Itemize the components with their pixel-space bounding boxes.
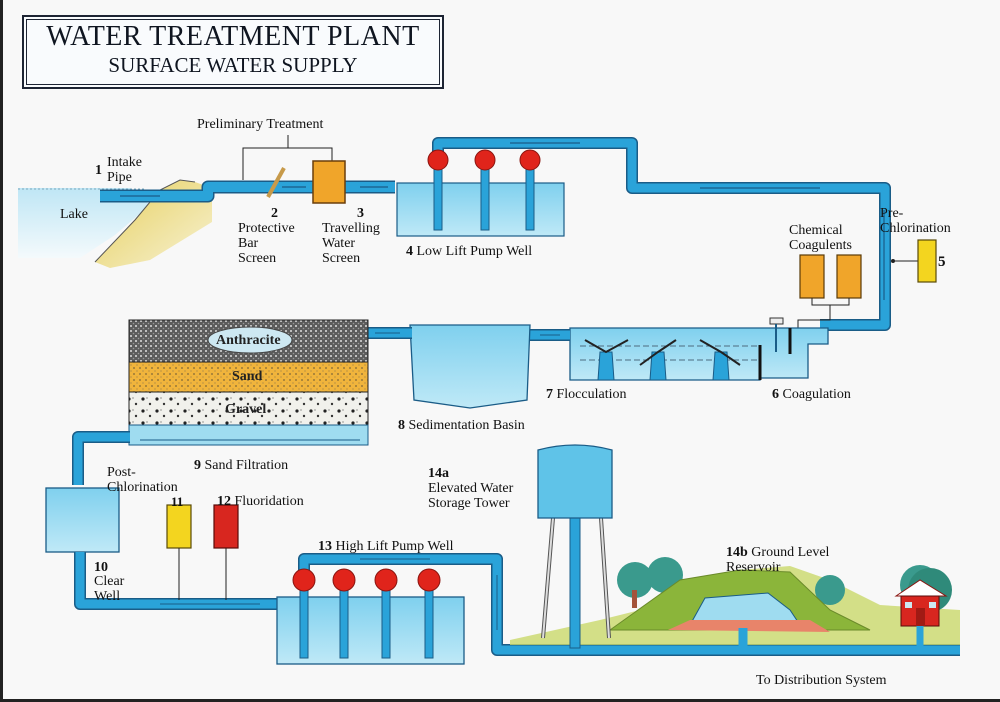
label-post-chlorination: Post- Chlorination	[107, 465, 178, 495]
label-elevated-tower-num: 14a	[428, 466, 449, 481]
house	[894, 568, 952, 648]
label-chemical-coagulents: Chemical Coagulents	[789, 223, 852, 253]
pipe-to-high-lift	[74, 552, 278, 610]
low-lift-pumps	[427, 149, 541, 231]
label-bar-screen: Protective Bar Screen	[238, 221, 295, 266]
label-pre-chlorination: Pre- Chlorination	[880, 206, 951, 236]
pump-icon	[332, 568, 356, 592]
label-low-lift: 4 Low Lift Pump Well	[406, 244, 532, 259]
label-gravel: Gravel	[225, 402, 267, 417]
label-coagulation-num: 6	[772, 387, 779, 402]
pump-icon	[292, 568, 316, 592]
label-high-lift: 13 High Lift Pump Well	[318, 539, 454, 554]
label-travelling-screen-num: 3	[357, 206, 364, 221]
label-ground-reservoir-num: 14b	[726, 545, 748, 560]
label-high-lift-num: 13	[318, 539, 332, 554]
intake-pipe	[100, 180, 395, 203]
label-flocculation-text: Flocculation	[556, 387, 627, 402]
label-anthracite: Anthracite	[216, 333, 281, 348]
label-sand: Sand	[232, 369, 263, 384]
title-box: WATER TREATMENT PLANT SURFACE WATER SUPP…	[22, 15, 444, 89]
elevated-water-tower	[537, 444, 613, 649]
label-flocculation-num: 7	[546, 387, 553, 402]
travelling-water-screen	[312, 160, 346, 204]
fluoridation-tank	[213, 504, 239, 600]
label-sedimentation: 8 Sedimentation Basin	[398, 418, 525, 433]
label-fluoridation-text: Fluoridation	[234, 494, 304, 509]
post-chlorination-tank	[166, 504, 192, 600]
protective-bar-screen	[266, 167, 286, 198]
label-travelling-screen: Travelling Water Screen	[322, 221, 380, 266]
clear-well	[45, 487, 120, 553]
label-post-chlorination-num: 11	[171, 494, 184, 509]
label-preliminary-treatment: Preliminary Treatment	[197, 117, 324, 132]
label-low-lift-text: Low Lift Pump Well	[416, 244, 533, 259]
label-pre-chlorination-num: 5	[938, 254, 946, 270]
label-distribution: To Distribution System	[756, 673, 887, 688]
label-sedimentation-num: 8	[398, 418, 405, 433]
flocculator-paddles	[597, 351, 730, 381]
pump-icon	[519, 149, 541, 171]
label-fluoridation: 12 Fluoridation	[217, 494, 304, 509]
label-coagulation-text: Coagulation	[782, 387, 851, 402]
sedimentation-basin	[409, 324, 531, 409]
label-sand-filtration-text: Sand Filtration	[204, 458, 289, 473]
label-clear-well-num: 10	[94, 560, 108, 575]
label-low-lift-num: 4	[406, 244, 413, 259]
pump-icon	[474, 149, 496, 171]
pump-icon	[427, 149, 449, 171]
label-sand-filtration: 9 Sand Filtration	[194, 458, 288, 473]
coagulation-flocculation-tank	[569, 317, 829, 381]
label-coagulation: 6 Coagulation	[772, 387, 851, 402]
page-subtitle: SURFACE WATER SUPPLY	[108, 53, 358, 77]
label-bar-screen-num: 2	[271, 206, 278, 221]
pump-icon	[374, 568, 398, 592]
label-fluoridation-num: 12	[217, 494, 231, 509]
label-ground-reservoir-text: Ground Level Reservoir	[726, 545, 830, 575]
high-lift-pipe	[298, 553, 960, 656]
lake	[18, 188, 150, 258]
label-sedimentation-text: Sedimentation Basin	[408, 418, 525, 433]
label-lake: Lake	[60, 207, 88, 222]
label-elevated-tower: Elevated Water Storage Tower	[428, 481, 514, 511]
label-clear-well: Clear Well	[94, 574, 125, 604]
label-flocculation: 7 Flocculation	[546, 387, 627, 402]
high-lift-pumps	[292, 568, 441, 659]
sand-filter	[128, 319, 369, 446]
reservoir-base	[668, 620, 830, 632]
pipe-to-clear-well	[72, 431, 130, 485]
page-title: WATER TREATMENT PLANT	[46, 21, 420, 52]
label-ground-reservoir: 14b Ground Level Reservoir	[726, 545, 829, 575]
pre-chlorination-tank	[891, 239, 937, 283]
label-high-lift-text: High Lift Pump Well	[335, 539, 454, 554]
chemical-coagulant-tanks	[797, 254, 862, 330]
label-intake-num: 1	[95, 163, 102, 178]
pump-icon	[417, 568, 441, 592]
low-lift-pipe	[432, 137, 891, 331]
preliminary-bracket	[242, 135, 333, 180]
label-intake: Intake Pipe	[107, 155, 142, 185]
label-sand-filtration-num: 9	[194, 458, 201, 473]
